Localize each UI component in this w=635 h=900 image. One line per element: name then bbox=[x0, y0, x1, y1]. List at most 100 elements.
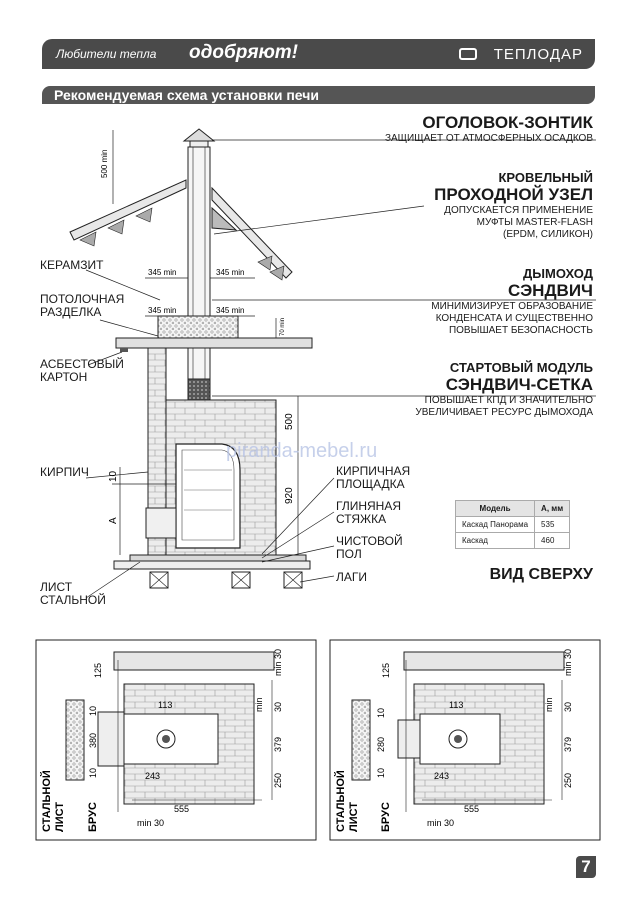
rp-379: 379 bbox=[563, 737, 573, 752]
dim-a: A bbox=[108, 517, 119, 524]
dimension-lines bbox=[85, 130, 596, 599]
callout-roof-subtitle: КРОВЕЛЬНЫЙ bbox=[498, 170, 593, 185]
rp-steel-2: ЛИСТ bbox=[348, 802, 360, 832]
roof bbox=[69, 179, 293, 281]
models-header-a: А, мм bbox=[534, 500, 571, 517]
table-row: Каскад 460 bbox=[454, 532, 571, 549]
slogan-big: одобряют! bbox=[189, 42, 298, 63]
lp-30: 30 bbox=[273, 702, 283, 712]
callout-flue-title: СЭНДВИЧ bbox=[508, 281, 593, 300]
lp-steel-2: ЛИСТ bbox=[54, 802, 66, 832]
callout-flue-desc-1: МИНИМИЗИРУЕТ ОБРАЗОВАНИЕ bbox=[431, 301, 593, 312]
sandwich-pipe bbox=[187, 146, 211, 440]
label-asbest-2: КАРТОН bbox=[40, 370, 88, 384]
callout-start-desc-1: ПОВЫШАЕТ КПД И ЗНАЧИТЕЛЬНО bbox=[424, 395, 593, 406]
slogan-small: Любители тепла bbox=[56, 47, 157, 61]
dim-920: 920 bbox=[284, 487, 295, 504]
rp-min: min bbox=[544, 697, 554, 712]
dim-500: 500 bbox=[284, 413, 295, 430]
stove bbox=[145, 443, 241, 549]
lp-379: 379 bbox=[273, 737, 283, 752]
dim-70min: 70 min bbox=[280, 318, 286, 336]
label-keramzit: КЕРАМЗИТ bbox=[40, 258, 104, 272]
table-row: Каскад Панорама 535 bbox=[454, 516, 571, 533]
plan-left bbox=[35, 639, 317, 841]
rp-steel-1: СТАЛЬНОЙ bbox=[334, 770, 347, 832]
models-header-model: Модель bbox=[454, 500, 536, 517]
page-number: 7 bbox=[576, 856, 596, 878]
watermark: piranda-mebel.ru bbox=[226, 440, 378, 462]
label-list-1: ЛИСТ bbox=[40, 580, 73, 594]
dim-10: 10 bbox=[108, 470, 119, 482]
callout-roof-desc-2: МУФТЫ MASTER-FLASH bbox=[476, 217, 593, 228]
label-list-2: СТАЛЬНОЙ bbox=[40, 593, 106, 607]
label-ploshadka-2: ПЛОЩАДКА bbox=[336, 477, 405, 491]
model-a: 460 bbox=[534, 532, 571, 549]
callout-flue-desc-2: КОНДЕНСАТА И СУЩЕСТВЕННО bbox=[435, 313, 593, 324]
rp-125: 125 bbox=[381, 663, 391, 678]
label-asbest-1: АСБЕСТОВЫЙ bbox=[40, 357, 124, 371]
rp-10a: 10 bbox=[376, 708, 386, 718]
lp-10b: 10 bbox=[88, 768, 98, 778]
floor bbox=[113, 554, 311, 589]
callout-flue-desc-3: ПОВЫШАЕТ БЕЗОПАСНОСТЬ bbox=[448, 325, 593, 336]
callout-roof: КРОВЕЛЬНЫЙ ПРОХОДНОЙ УЗЕЛ ДОПУСКАЕТСЯ ПР… bbox=[434, 170, 593, 241]
callout-roof-desc-3: (EPDM, СИЛИКОН) bbox=[503, 229, 593, 240]
callout-cap-title: ОГОЛОВОК-ЗОНТИК bbox=[422, 113, 593, 132]
rp-250: 250 bbox=[563, 773, 573, 788]
label-ploshadka-1: КИРПИЧНАЯ bbox=[336, 464, 411, 478]
lp-380: 380 bbox=[88, 733, 98, 748]
label-styazhka-2: СТЯЖКА bbox=[336, 512, 387, 526]
brand-name: ТЕПЛОДАР bbox=[493, 46, 583, 63]
dim-345-b: 345 min bbox=[216, 268, 244, 277]
callout-flue-subtitle: ДЫМОХОД bbox=[523, 266, 593, 281]
section-title-bar: Рекомендуемая схема установки печи bbox=[42, 86, 595, 104]
rp-280: 280 bbox=[376, 737, 386, 752]
callout-start-title: СЭНДВИЧ-СЕТКА bbox=[445, 375, 593, 394]
callout-roof-desc-1: ДОПУСКАЕТСЯ ПРИМЕНЕНИЕ bbox=[444, 205, 593, 216]
label-kirpich: КИРПИЧ bbox=[40, 465, 89, 479]
lp-steel-1: СТАЛЬНОЙ bbox=[40, 770, 53, 832]
rp-113: 113 bbox=[449, 700, 463, 710]
header-banner: Любители тепла одобряют! ТЕПЛОДАР bbox=[42, 39, 595, 69]
lp-beam: БРУС bbox=[87, 802, 99, 832]
chimney-cap bbox=[182, 128, 216, 148]
ceiling bbox=[115, 315, 313, 352]
lp-min30: min 30 bbox=[273, 649, 283, 676]
section-title: Рекомендуемая схема установки печи bbox=[54, 87, 319, 103]
dim-345-c: 345 min bbox=[148, 306, 176, 315]
rp-min30: min 30 bbox=[563, 649, 573, 676]
dim-345-a: 345 min bbox=[148, 268, 176, 277]
lp-min: min bbox=[254, 697, 264, 712]
lp-10a: 10 bbox=[88, 706, 98, 716]
rp-beam: БРУС bbox=[380, 802, 392, 832]
dim-500min: 500 min bbox=[100, 150, 109, 178]
lp-125: 125 bbox=[93, 663, 103, 678]
callout-start: СТАРТОВЫЙ МОДУЛЬ СЭНДВИЧ-СЕТКА ПОВЫШАЕТ … bbox=[415, 360, 593, 419]
top-view-title: ВИД СВЕРХУ bbox=[489, 566, 593, 583]
label-pol-1: ЧИСТОВОЙ bbox=[336, 534, 403, 548]
models-table: Модель А, мм Каскад Панорама 535 Каскад … bbox=[454, 500, 571, 549]
label-lagi: ЛАГИ bbox=[336, 570, 368, 584]
callout-cap-desc: ЗАЩИЩАЕТ ОТ АТМОСФЕРНЫХ ОСАДКОВ bbox=[384, 133, 593, 144]
model-name: Каскад Панорама bbox=[454, 516, 536, 533]
lp-555: 555 bbox=[174, 804, 189, 814]
rp-555: 555 bbox=[464, 804, 479, 814]
callout-roof-title: ПРОХОДНОЙ УЗЕЛ bbox=[434, 185, 593, 204]
rp-30: 30 bbox=[563, 702, 573, 712]
callout-start-desc-2: УВЕЛИЧИВАЕТ РЕСУРС ДЫМОХОДА bbox=[415, 407, 593, 418]
lp-113: 113 bbox=[158, 700, 172, 710]
brand-logo-icon bbox=[459, 48, 477, 60]
lp-min30b: min 30 bbox=[137, 818, 164, 828]
rp-10b: 10 bbox=[376, 768, 386, 778]
model-name: Каскад bbox=[454, 532, 536, 549]
label-pol-2: ПОЛ bbox=[336, 547, 362, 561]
plan-right bbox=[329, 639, 601, 841]
model-a: 535 bbox=[534, 516, 571, 533]
lp-243: 243 bbox=[145, 771, 160, 781]
callout-flue: ДЫМОХОД СЭНДВИЧ МИНИМИЗИРУЕТ ОБРАЗОВАНИЕ… bbox=[431, 266, 593, 337]
label-styazhka-1: ГЛИНЯНАЯ bbox=[336, 499, 401, 513]
lp-250: 250 bbox=[273, 773, 283, 788]
rp-min30b: min 30 bbox=[427, 818, 454, 828]
